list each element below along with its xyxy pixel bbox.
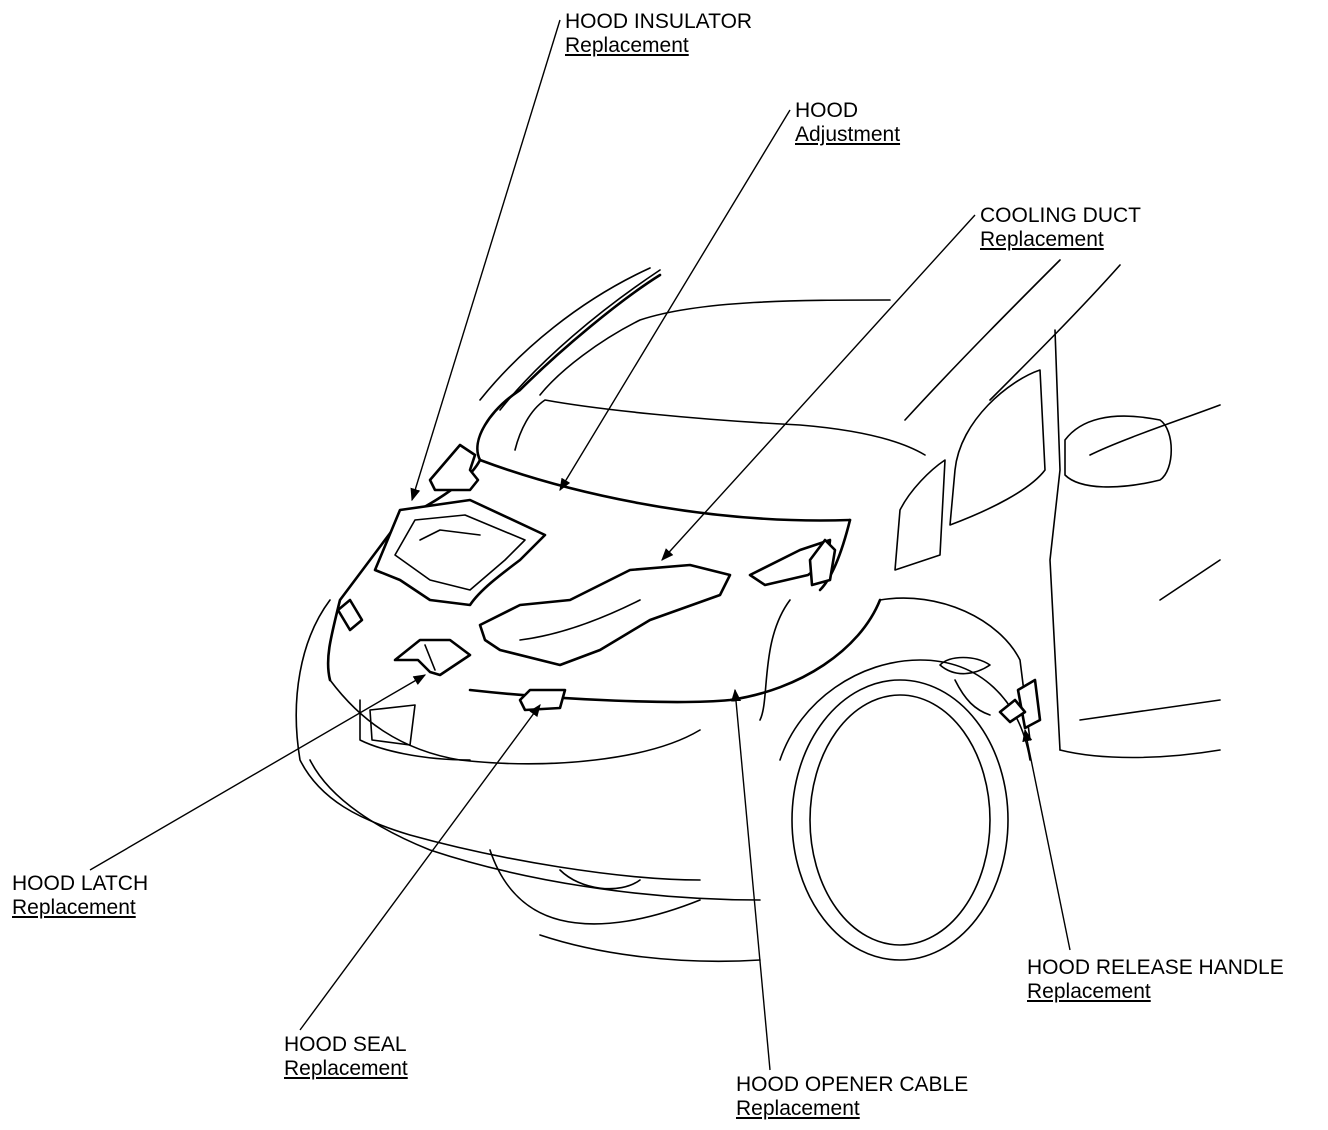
leader-cooling-duct [661,214,976,561]
leader-hood-opener-cable [731,688,771,1071]
cooling-duct-part [478,563,732,667]
hood-latch-part [393,638,472,677]
cooling-duct-replacement-link[interactable]: Replacement [980,228,1104,251]
callout-hood-release-handle: HOOD RELEASE HANDLE Replacement [1027,956,1284,1004]
callout-title: COOLING DUCT [980,204,1142,227]
leader-hood-insulator [410,19,561,502]
callout-title: HOOD [795,99,858,122]
callout-hood: HOOD Adjustment [795,99,900,147]
leader-lines [89,19,1071,1071]
callout-title: HOOD RELEASE HANDLE [1027,956,1284,979]
hood-insulator-part [373,498,547,607]
hood-latch-replacement-link[interactable]: Replacement [12,896,136,919]
hood-release-handle-part [939,656,1042,730]
callout-title: HOOD LATCH [12,872,149,895]
car-body [295,259,1221,963]
leader-hood-latch [89,674,427,871]
callout-hood-latch: HOOD LATCH Replacement [12,872,148,920]
hood-insulator-replacement-link[interactable]: Replacement [565,34,689,57]
hood-adjustment-link[interactable]: Adjustment [795,123,901,146]
leader-hood-release-handle [1022,728,1071,951]
callout-hood-insulator: HOOD INSULATOR Replacement [565,10,752,58]
hood-seal-part [518,688,567,712]
side-bracket-part [336,598,364,632]
hood-hinge-left [428,443,480,492]
hood-opener-cable-replacement-link[interactable]: Replacement [736,1097,860,1120]
callout-title: HOOD SEAL [284,1033,407,1056]
hood-seal-replacement-link[interactable]: Replacement [284,1057,408,1080]
callout-title: HOOD INSULATOR [565,10,753,33]
callout-hood-seal: HOOD SEAL Replacement [284,1033,408,1081]
leader-hood [559,109,791,492]
hood-release-handle-replacement-link[interactable]: Replacement [1027,980,1151,1003]
callout-cooling-duct: COOLING DUCT Replacement [980,204,1141,252]
callout-hood-opener-cable: HOOD OPENER CABLE Replacement [736,1073,968,1121]
callout-title: HOOD OPENER CABLE [736,1073,969,1096]
hood-hinge-right [748,538,837,587]
leader-hood-seal [299,703,541,1031]
